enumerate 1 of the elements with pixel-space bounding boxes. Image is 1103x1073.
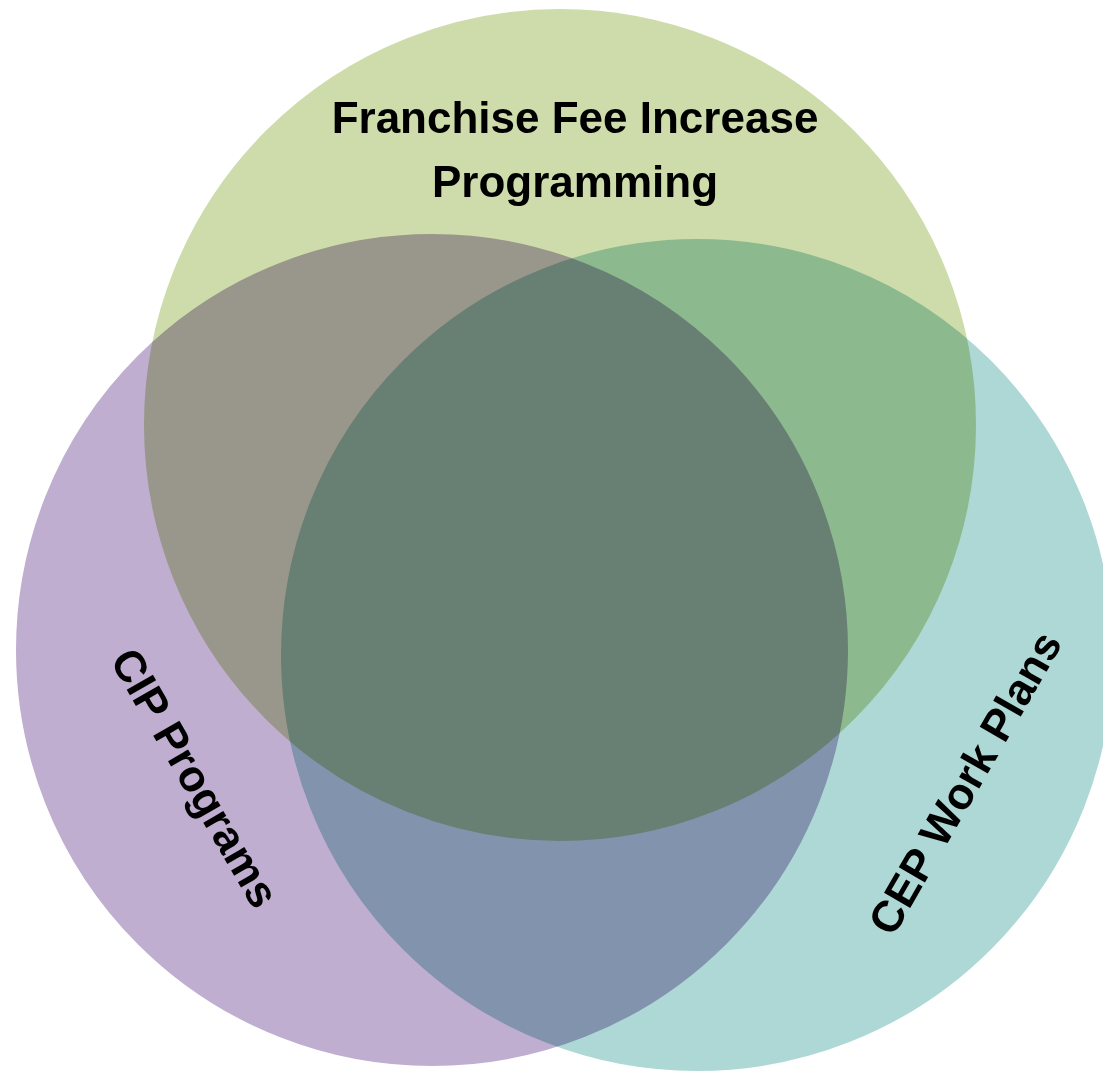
circle-label: Franchise Fee Increase Programming [330,92,820,208]
